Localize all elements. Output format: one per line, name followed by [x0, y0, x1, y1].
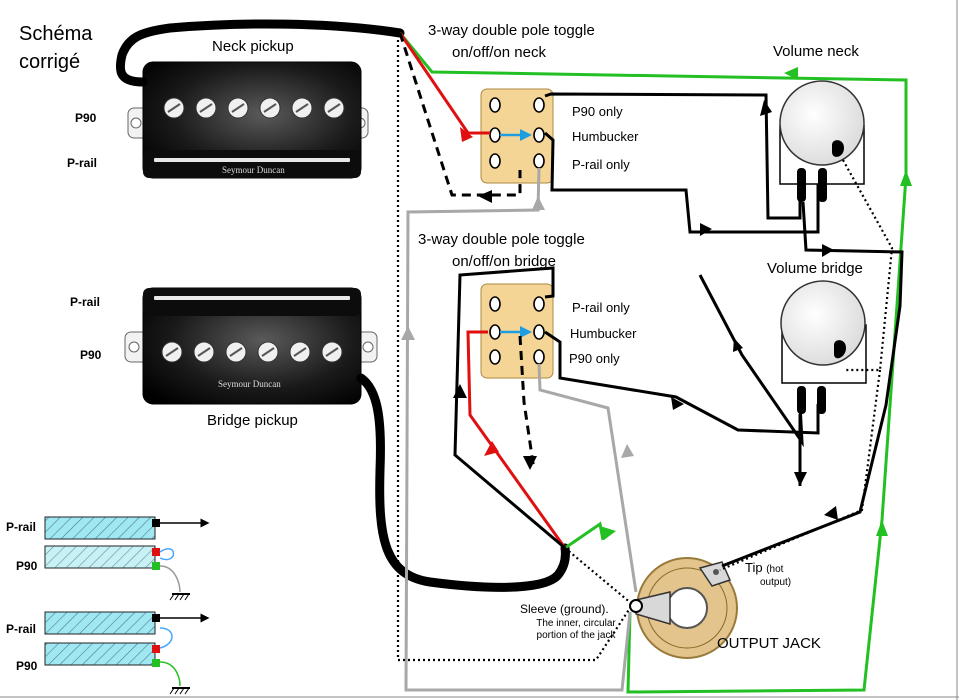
bridge-pole-pieces [161, 341, 343, 363]
neck-pole-pieces [163, 97, 345, 119]
signal-arrow [733, 338, 743, 352]
signal-arrow [453, 384, 467, 398]
coil-tap-arrow [478, 190, 492, 203]
bridge-brand-logo: Seymour Duncan [218, 379, 281, 389]
neck-pickup [127, 61, 369, 179]
neck-toggle-title: 3-way double pole toggle [428, 22, 595, 39]
neck-brand-logo: Seymour Duncan [222, 165, 285, 175]
neck-toggle-subtitle: on/off/on neck [452, 44, 546, 61]
ground-arrow [900, 170, 912, 186]
return-arrow [621, 444, 634, 458]
bridge-coil-top-label: P-rail [70, 295, 101, 309]
volume-neck-pot [779, 80, 865, 202]
volume-neck-label: Volume neck [773, 43, 859, 60]
ground-arrow [600, 526, 616, 540]
coil-tap-wires [398, 32, 536, 471]
return-arrow [532, 196, 545, 210]
signal-arrow [824, 506, 838, 520]
hot-arrow [484, 441, 499, 456]
neck-coil-bottom-label: P-rail [67, 156, 98, 170]
neck-pickup-label: Neck pickup [212, 38, 294, 55]
diagram-subtitle: corrigé [19, 51, 81, 73]
jack-sleeve-label: Sleeve (ground). [520, 602, 609, 616]
hot-arrow [460, 127, 473, 142]
bridge-pickup [124, 287, 378, 405]
neck-coil-top-label: P90 [75, 111, 97, 125]
bridge-toggle-pos1: P-rail only [572, 300, 630, 315]
output-jack-label: OUTPUT JACK [717, 635, 821, 652]
bridge-pickup-cable [356, 373, 570, 592]
volume-bridge-pot [780, 280, 867, 414]
legend-label-2: P90 [16, 559, 38, 573]
jack-tip-note: output) [760, 577, 792, 588]
hot-wires [398, 32, 567, 549]
coil-tap-arrow [523, 456, 537, 470]
legend-label-4: P90 [16, 659, 38, 673]
signal-arrow [671, 397, 684, 410]
signal-arrow [822, 244, 834, 257]
legend-humbucker-1 [44, 516, 210, 601]
ground-arrow [784, 67, 798, 80]
bridge-toggle-pos3: P90 only [569, 351, 620, 366]
return-arrow [401, 326, 415, 340]
switch-link-arrow [520, 129, 532, 141]
ground-dotted-wires [396, 35, 894, 662]
bridge-toggle-title: 3-way double pole toggle [418, 231, 585, 248]
diagram-title: Schéma [19, 23, 93, 45]
bridge-coil-bottom-label: P90 [80, 348, 102, 362]
bridge-pickup-label: Bridge pickup [207, 412, 298, 429]
signal-arrow [700, 223, 712, 236]
ground-arrow [876, 520, 888, 536]
neck-pickup-cable [115, 19, 405, 87]
output-jack [629, 557, 738, 659]
legend-label-1: P-rail [6, 520, 37, 534]
signal-arrow [760, 100, 772, 116]
signal-arrow [794, 472, 807, 486]
bridge-toggle-pos2: Humbucker [570, 326, 637, 341]
jack-tip-label: Tip (hot [745, 560, 784, 575]
switch-link-arrow [520, 326, 532, 338]
signal-wires [453, 92, 904, 568]
legend-humbucker-2 [44, 611, 210, 695]
volume-bridge-label: Volume bridge [767, 260, 863, 277]
legend-label-3: P-rail [6, 622, 37, 636]
neck-toggle-pos2: Humbucker [572, 129, 639, 144]
neck-toggle-pos3: P-rail only [572, 157, 630, 172]
bridge-toggle-subtitle: on/off/on bridge [452, 253, 556, 270]
neck-toggle-pos1: P90 only [572, 104, 623, 119]
